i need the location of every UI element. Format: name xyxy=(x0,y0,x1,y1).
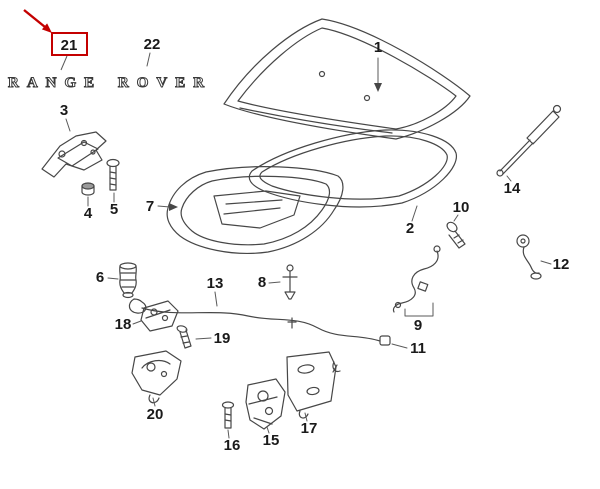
part-label-5: 5 xyxy=(110,201,118,218)
part-18-bracket: 18 xyxy=(115,300,179,333)
part-1-hood-panel: 1 xyxy=(223,18,471,140)
part-20-safety-catch: 20 xyxy=(131,350,182,423)
part-label-1: 1 xyxy=(374,39,382,56)
part-label-18: 18 xyxy=(115,316,132,333)
part-14-gas-strut: 14 xyxy=(496,104,562,197)
part-label-13: 13 xyxy=(207,275,224,292)
part-label-21: 21 xyxy=(61,37,78,54)
highlight-arrow-shaft xyxy=(23,9,46,28)
part-label-10: 10 xyxy=(453,199,470,216)
part-21-emblem-callout: 21 xyxy=(23,9,88,71)
part-3-hinge: 3 xyxy=(41,102,107,178)
part-5-bolt: 5 xyxy=(106,158,120,218)
part-8-clip: 8 xyxy=(258,264,298,300)
part-label-12: 12 xyxy=(553,256,570,273)
part-2-hood-seal: 2 xyxy=(248,129,457,237)
part-9-cable-rear-section: 9 xyxy=(392,245,441,334)
part-4-grommet: 4 xyxy=(81,182,95,222)
part-7-insulator-pad: 7 xyxy=(146,166,344,255)
part-6-buffer: 6 xyxy=(96,262,137,299)
part-15-latch: 15 xyxy=(245,378,286,449)
part-label-3: 3 xyxy=(60,102,68,119)
part-label-6: 6 xyxy=(96,269,104,286)
part-19-bolt: 19 xyxy=(176,325,231,349)
part-label-11: 11 xyxy=(410,340,426,357)
part-label-16: 16 xyxy=(224,437,241,454)
highlight-box xyxy=(51,32,88,56)
part-label-17: 17 xyxy=(301,420,318,437)
part-label-9: 9 xyxy=(414,317,422,334)
part-13-cable-pointer: 13 xyxy=(207,275,224,307)
part-label-22: 22 xyxy=(144,36,161,53)
emblem-lettering: RANGE ROVER xyxy=(8,75,212,91)
part-label-14: 14 xyxy=(504,180,521,197)
part-label-19: 19 xyxy=(214,330,231,347)
part-label-8: 8 xyxy=(258,274,266,291)
part-12-retainer-clip: 12 xyxy=(516,234,570,280)
part-label-4: 4 xyxy=(84,205,93,222)
part-label-20: 20 xyxy=(147,406,164,423)
part-label-15: 15 xyxy=(263,432,280,449)
part-17-striker-plate: 17 xyxy=(286,351,337,437)
part-label-7: 7 xyxy=(146,198,154,215)
part-label-2: 2 xyxy=(406,220,414,237)
highlight-arrow-head xyxy=(41,23,52,33)
part-22-emblem-pointer: 22 xyxy=(144,36,161,67)
part-11-release-cable: 11 xyxy=(128,298,426,373)
part-16-bolt: 16 xyxy=(221,401,241,454)
part-10-bolt: 10 xyxy=(446,199,470,249)
